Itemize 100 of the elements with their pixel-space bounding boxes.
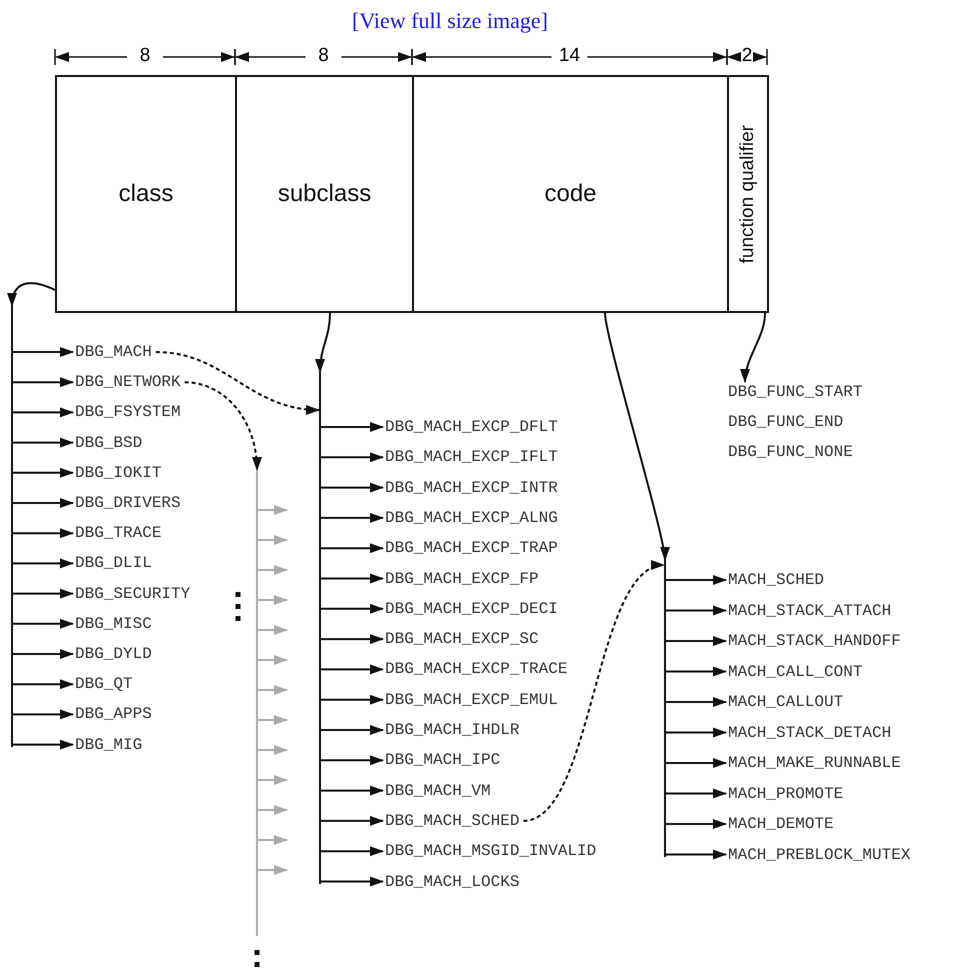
arrow [320,846,384,856]
constant-name: MACH_SCHED [728,570,824,590]
register-field [235,75,414,313]
register-field [412,75,729,313]
constant-name: MACH_STACK_ATTACH [728,600,892,620]
constant-name: DBG_MACH_EXCP_INTR [385,478,558,498]
dimension-label: 14 [558,45,580,67]
constant-name: DBG_MACH [75,342,152,362]
register-field [55,75,237,313]
constant-name: DBG_MACH_LOCKS [385,872,520,892]
view-image-link: [View full size image] [352,8,548,34]
arrow [320,482,384,493]
arrow [257,535,288,545]
register-field [727,75,769,313]
constant-name: DBG_MIG [75,734,142,755]
dimension-label: 8 [318,45,329,67]
arrow [320,634,384,644]
arrow [12,679,74,690]
constant-name: DBG_MACH_EXCP_TRAP [385,538,558,558]
constant-name: DBG_MACH_IHDLR [385,720,520,740]
arrow [257,715,288,725]
arrow [315,312,331,373]
constant-name: DBG_MACH_EXCP_EMUL [385,690,558,710]
arrow [257,865,288,875]
constant-name: DBG_MACH_SCHED [385,810,520,831]
arrow [604,312,668,561]
arrow [320,664,384,674]
constant-name: DBG_FUNC_START [728,382,862,402]
constant-name: DBG_MACH_IPC [385,750,500,770]
field-label: function qualifier [737,124,759,264]
arrow [665,606,727,616]
constant-name: MACH_STACK_HANDOFF [728,631,901,651]
arrow [320,755,384,766]
constant-name: DBG_FUNC_NONE [728,442,853,462]
bus-line [319,372,321,884]
arrow [257,685,288,695]
field-label: class [118,180,174,208]
constant-name: MACH_PROMOTE [728,784,844,804]
arrow [257,595,288,605]
arrow [12,407,74,418]
constant-name: DBG_MACH_EXCP_FP [385,568,539,588]
arrow [665,636,727,646]
arrow [665,788,727,798]
arrow [320,543,384,554]
arrow [320,876,384,886]
field-label: subclass [278,180,372,208]
arrow [257,625,288,635]
arrow [320,694,384,705]
arrow [257,775,288,785]
constant-name: MACH_PREBLOCK_MUTEX [728,844,910,864]
arrow [257,835,288,845]
field-label: code [544,180,597,208]
constant-name: DBG_QT [75,674,133,694]
constant-name: DBG_DRIVERS [75,493,181,513]
constant-name: DBG_MACH_EXCP_ALNG [385,508,558,528]
constant-name: DBG_SECURITY [75,584,190,604]
constant-name: DBG_MACH_EXCP_IFLT [385,447,558,468]
arrow [665,819,727,829]
arrow [12,528,74,538]
bus-line [11,306,13,747]
constant-name: DBG_MACH_EXCP_DFLT [385,417,558,437]
arrow [320,452,384,462]
arrow [320,574,384,584]
arrow [8,282,56,307]
arrow [320,422,384,432]
dashed-arrow [156,351,320,414]
constant-name: DBG_MACH_EXCP_DECI [385,598,558,619]
constant-name: MACH_DEMOTE [728,814,834,834]
arrow [320,512,384,523]
constant-name: DBG_BSD [75,432,142,453]
arrow [320,786,384,796]
arrow [12,740,74,750]
arrow [665,697,727,707]
dimension-label: 8 [140,45,150,67]
arrow [12,649,74,659]
arrow [12,347,74,357]
arrow [320,604,384,614]
arrow [257,655,288,665]
constant-name: DBG_TRACE [75,523,162,544]
arrow [12,438,74,448]
constant-name: MACH_MAKE_RUNNABLE [728,753,901,773]
dimension-label: 2 [742,45,752,67]
arrow [12,377,74,388]
constant-name: DBG_MACH_EXCP_SC [385,629,539,650]
arrow [257,805,288,815]
arrow [665,758,727,768]
constant-name: DBG_MACH_VM [385,780,491,801]
arrow [257,505,288,515]
constant-name: DBG_FSYSTEM [75,402,181,422]
arrow [12,588,74,599]
arrow [665,666,727,676]
arrow [12,468,74,478]
constant-name: DBG_IOKIT [75,462,162,483]
arrow [740,312,766,383]
arrow [257,745,288,755]
arrow [257,565,288,575]
constant-name: MACH_CALL_CONT [728,662,862,682]
constant-name: DBG_NETWORK [75,372,181,392]
arrow [665,728,727,738]
constant-name: DBG_APPS [75,704,152,724]
